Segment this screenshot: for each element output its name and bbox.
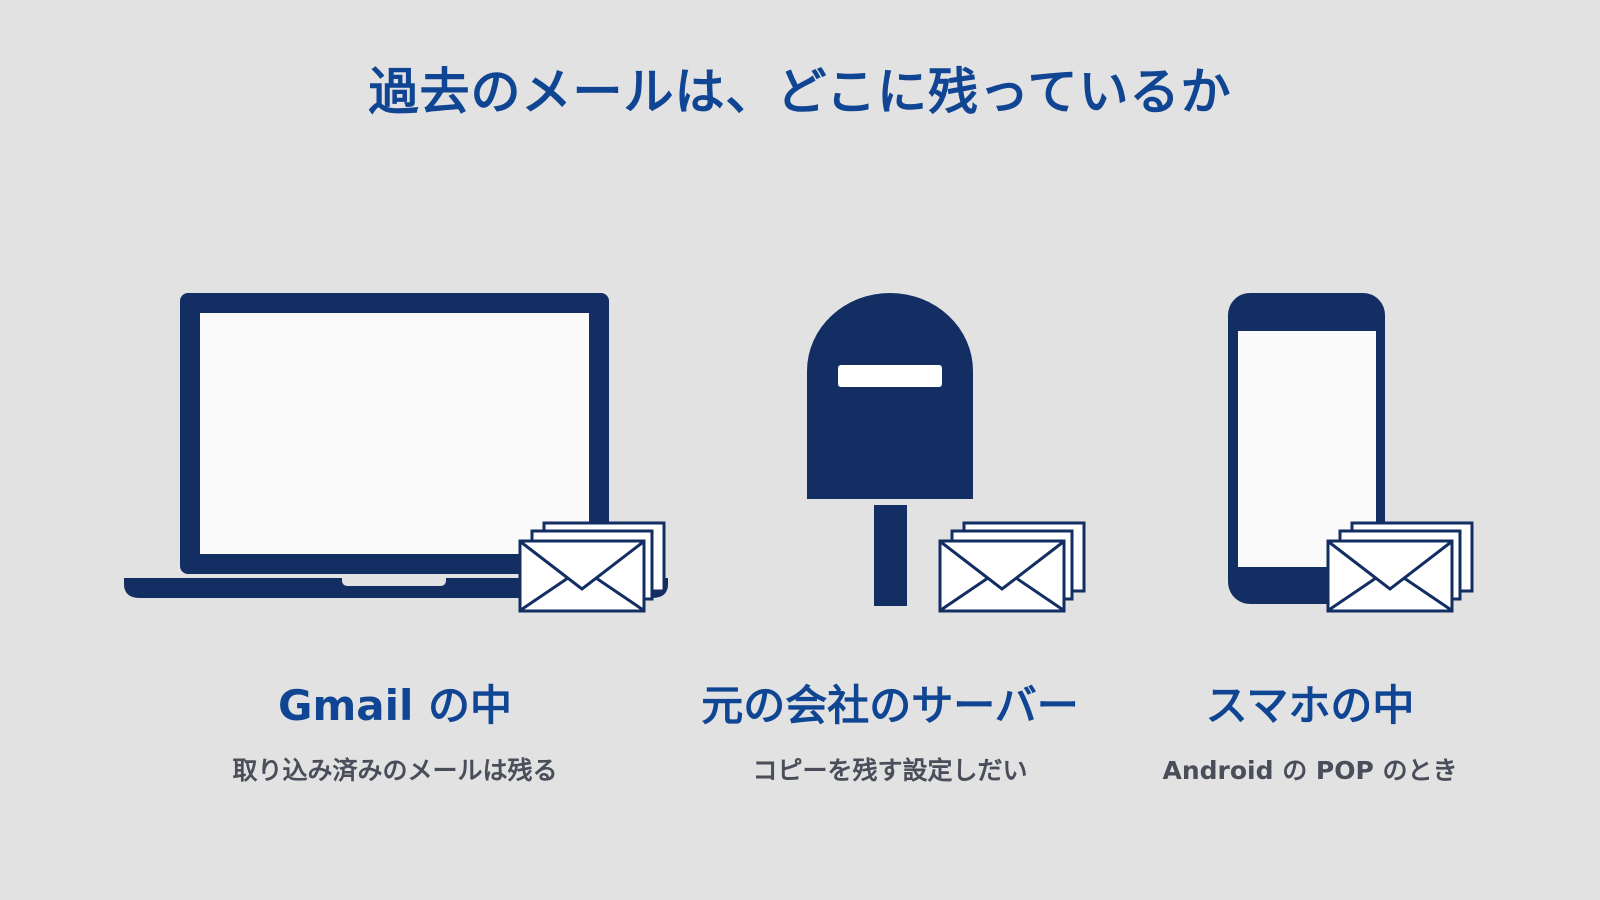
mailbox-icon: [807, 293, 973, 606]
envelope-stack-icon: [1326, 521, 1474, 613]
label-company-server: 元の会社のサーバー: [701, 681, 1079, 730]
envelope-stack-icon: [938, 521, 1086, 613]
caption-gmail: 取り込み済みのメールは残る: [232, 756, 558, 785]
envelope-stack-icon: [518, 521, 666, 613]
caption-smartphone: Android の POP のとき: [1162, 756, 1458, 785]
caption-company-server: コピーを残す設定しだい: [752, 756, 1028, 785]
laptop-icon: [124, 293, 668, 598]
label-gmail: Gmail の中: [278, 681, 512, 730]
page-title: 過去のメールは、どこに残っているか: [368, 63, 1232, 121]
label-smartphone: スマホの中: [1205, 681, 1415, 730]
